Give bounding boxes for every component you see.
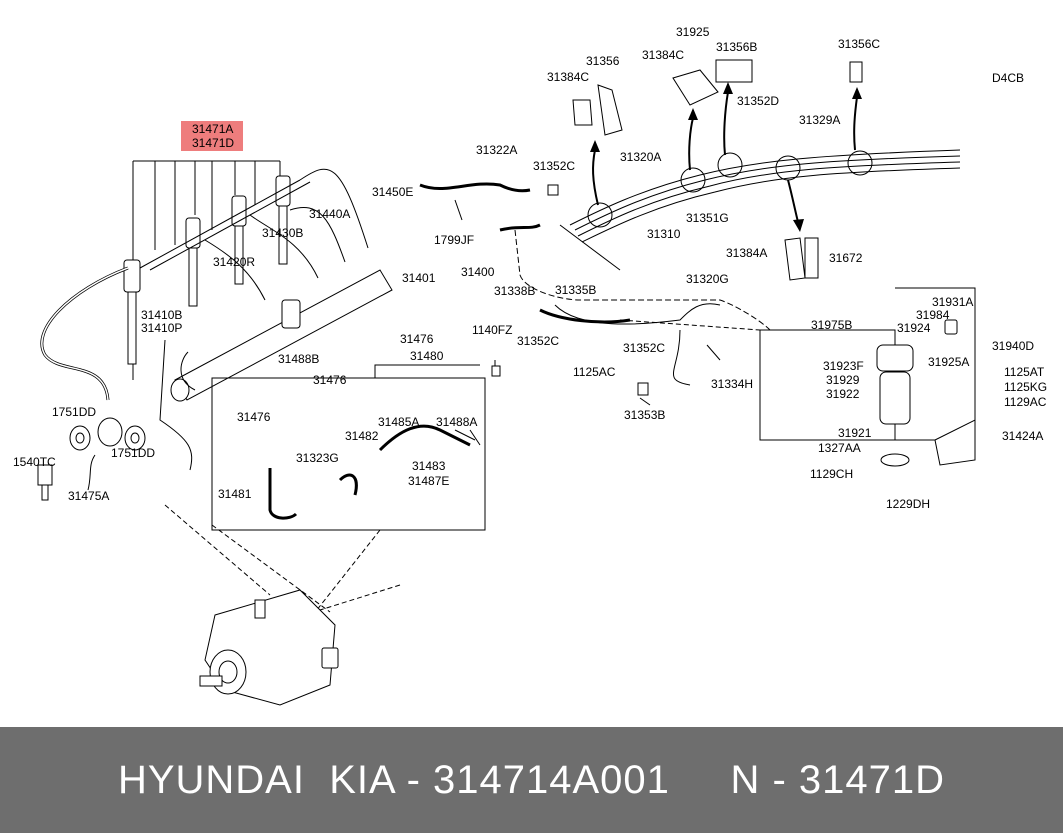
label-31320G: 31320G — [686, 272, 729, 286]
label-31476-c: 31476 — [237, 410, 271, 424]
label-31410B: 31410B — [141, 308, 182, 322]
label-31356: 31356 — [586, 54, 620, 68]
label-31356C: 31356C — [838, 37, 880, 51]
label-31352C-c: 31352C — [623, 341, 665, 355]
label-31450E: 31450E — [372, 185, 413, 199]
label-31984: 31984 — [916, 308, 950, 322]
label-31483: 31483 — [412, 459, 446, 473]
highlighted-part-box — [181, 121, 243, 151]
label-31353B: 31353B — [624, 408, 665, 422]
label-31975B: 31975B — [811, 318, 852, 332]
label-31929: 31929 — [826, 373, 860, 387]
parts-diagram: 31471A 31471D 31450E 31440A 31430B 31420… — [13, 25, 1048, 706]
label-31424A: 31424A — [1002, 429, 1043, 443]
label-31335B: 31335B — [555, 283, 596, 297]
label-31440A: 31440A — [309, 207, 350, 221]
label-31384C-b: 31384C — [642, 48, 684, 62]
label-31476-a: 31476 — [400, 332, 434, 346]
label-31334H: 31334H — [711, 377, 753, 391]
label-31323G: 31323G — [296, 451, 339, 465]
label-31322A: 31322A — [476, 143, 517, 157]
label-31485A: 31485A — [378, 415, 419, 429]
label-31481: 31481 — [218, 487, 252, 501]
label-1799JF: 1799JF — [434, 233, 474, 247]
label-31487E: 31487E — [408, 474, 449, 488]
label-31925: 31925 — [676, 25, 710, 39]
label-31471D: 31471D — [192, 136, 234, 150]
label-31384C-a: 31384C — [547, 70, 589, 84]
label-31352D: 31352D — [737, 94, 779, 108]
label-1540TC: 1540TC — [13, 455, 56, 469]
label-31338B: 31338B — [494, 284, 535, 298]
label-31475A: 31475A — [68, 489, 109, 503]
label-1129AC: 1129AC — [1004, 395, 1047, 409]
label-31488B: 31488B — [278, 352, 319, 366]
label-31940D: 31940D — [992, 339, 1034, 353]
label-31401: 31401 — [402, 271, 436, 285]
label-1125AT: 1125AT — [1004, 365, 1045, 379]
part-number-caption: HYUNDAI KIA - 314714A001 N - 31471D — [117, 757, 946, 802]
label-1327AA: 1327AA — [818, 441, 861, 455]
label-1125AC: 1125AC — [573, 365, 616, 379]
label-1125KG: 1125KG — [1004, 380, 1047, 394]
label-1751DD-b: 1751DD — [111, 446, 155, 460]
label-31420R: 31420R — [213, 255, 255, 269]
label-1140FZ: 1140FZ — [472, 323, 512, 337]
label-31476-b: 31476 — [313, 373, 347, 387]
label-31430B: 31430B — [262, 226, 303, 240]
label-31351G: 31351G — [686, 211, 729, 225]
label-31320A: 31320A — [620, 150, 661, 164]
label-31480: 31480 — [410, 349, 444, 363]
label-31921: 31921 — [838, 426, 872, 440]
label-31672: 31672 — [829, 251, 863, 265]
label-1129CH: 1129CH — [810, 467, 853, 481]
label-31329A: 31329A — [799, 113, 840, 127]
diagram-drawing: 31471A 31471D 31450E 31440A 31430B 31420… — [13, 25, 1047, 706]
caption-bar: HYUNDAI KIA - 314714A001 N - 31471D — [0, 727, 1063, 833]
label-31310: 31310 — [647, 227, 681, 241]
label-31488A: 31488A — [436, 415, 477, 429]
label-31482: 31482 — [345, 429, 379, 443]
label-31923F: 31923F — [823, 359, 864, 373]
label-31352C-b: 31352C — [517, 334, 559, 348]
label-31471A: 31471A — [192, 122, 233, 136]
label-1229DH: 1229DH — [886, 497, 930, 511]
engine-code: D4CB — [992, 71, 1024, 85]
label-31931A: 31931A — [932, 295, 973, 309]
label-1751DD-a: 1751DD — [52, 405, 96, 419]
label-31410P: 31410P — [141, 321, 182, 335]
label-31400: 31400 — [461, 265, 495, 279]
label-31356B: 31356B — [716, 40, 757, 54]
label-31925A: 31925A — [928, 355, 969, 369]
component-linework — [37, 59, 976, 706]
part-labels: 31471A 31471D 31450E 31440A 31430B 31420… — [13, 25, 1047, 511]
label-31922: 31922 — [826, 387, 860, 401]
label-31384A: 31384A — [726, 246, 767, 260]
label-31924: 31924 — [897, 321, 931, 335]
label-31352C-a: 31352C — [533, 159, 575, 173]
